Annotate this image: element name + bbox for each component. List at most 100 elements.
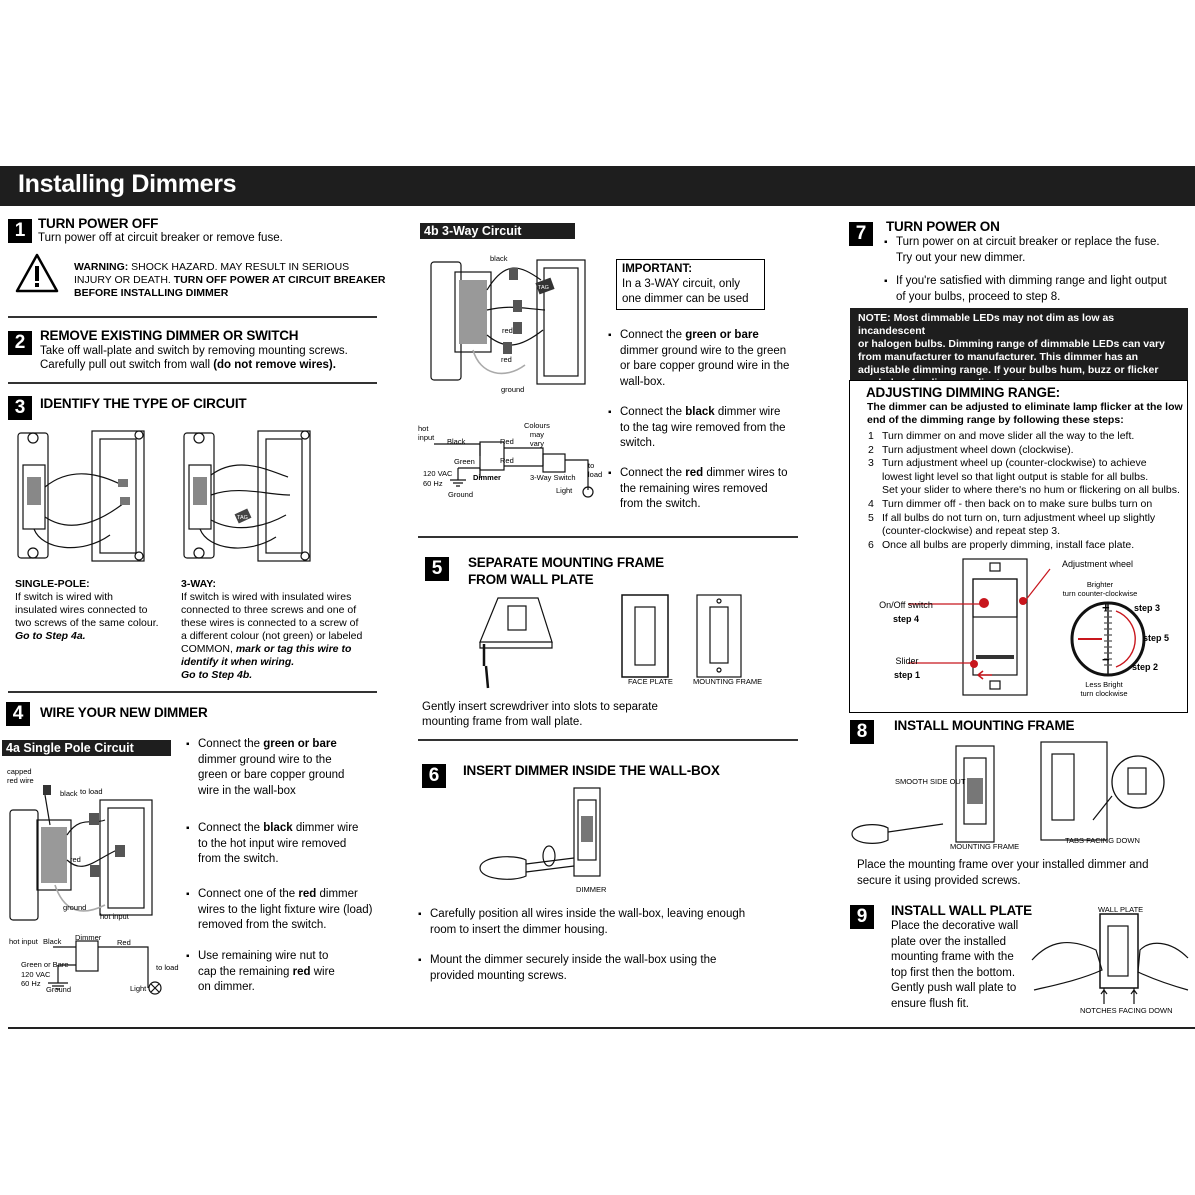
adjusting-intro: The dimmer can be adjusted to eliminate … xyxy=(867,401,1183,426)
label-notches-facing-down: NOTCHES FACING DOWN xyxy=(1080,1006,1173,1015)
step-1-text: Turn power off at circuit breaker or rem… xyxy=(38,232,283,244)
schem-b-red-2: Red xyxy=(500,456,514,465)
single-pole-schematic xyxy=(48,940,162,995)
tag-label-4b: TAG xyxy=(538,285,549,291)
label-tabs-facing-down: TABS FACING DOWN xyxy=(1065,836,1140,845)
step-9-heading: INSTALL WALL PLATE xyxy=(891,903,1032,918)
schem-a-hz: 60 Hz xyxy=(21,979,41,988)
step-8-number: 8 xyxy=(850,720,874,744)
label-face-plate: FACE PLATE xyxy=(628,677,673,686)
three-way-wiring-illustration: TAG xyxy=(430,259,586,385)
separate-frame-illustration xyxy=(479,594,742,689)
dimmer-adjustment-diagram xyxy=(908,558,1146,696)
schem-a-red: Red xyxy=(117,938,131,947)
label-hot-input: hot input xyxy=(100,912,129,921)
schem-b-red-1: Red xyxy=(500,437,514,446)
divider xyxy=(418,536,798,538)
subheading-4b: 4b 3-Way Circuit xyxy=(420,223,575,239)
minus-sign: − xyxy=(1102,652,1110,667)
label-mounting-frame-5: MOUNTING FRAME xyxy=(693,677,763,686)
single-pole-wiring-illustration xyxy=(9,785,153,921)
label-4b-black: black xyxy=(490,254,508,263)
tag-label: TAG xyxy=(237,515,248,521)
bullet-4a-2: Connect the black dimmer wire to the hot… xyxy=(186,821,383,868)
step-1-heading: TURN POWER OFF xyxy=(38,216,159,231)
bullet-4b-1: Connect the green or bare dimmer ground … xyxy=(608,328,805,390)
schem-b-ground: Ground xyxy=(448,490,474,499)
adjusting-dimming-range-box xyxy=(849,380,1188,713)
label-black: black xyxy=(60,789,78,798)
led-note: NOTE: Most dimmable LEDs may not dim as … xyxy=(850,308,1188,389)
bullet-7-1: Turn power on at circuit breaker or repl… xyxy=(884,235,1195,266)
divider xyxy=(8,691,377,693)
step-8-text: Place the mounting frame over your insta… xyxy=(857,859,1149,887)
step-6-heading: INSERT DIMMER INSIDE THE WALL-BOX xyxy=(463,763,720,778)
important-box: IMPORTANT: In a 3-WAY circuit, only one … xyxy=(616,259,765,310)
step-7-heading: TURN POWER ON xyxy=(886,219,1000,234)
divider xyxy=(418,739,798,741)
schem-a-black: Black xyxy=(43,937,62,946)
label-wall-plate: WALL PLATE xyxy=(1098,905,1144,914)
schem-b-3way-switch: 3-Way Switch xyxy=(530,473,576,482)
schem-b-vac: 120 VAC xyxy=(423,469,453,478)
bullet-6-2: Mount the dimmer securely inside the wal… xyxy=(418,953,790,984)
schem-a-to-load: to load xyxy=(156,963,179,972)
warning-icon xyxy=(15,253,59,293)
page-title: Installing Dimmers xyxy=(18,170,237,198)
schem-a-hot-input: hot input xyxy=(9,937,38,946)
three-way-description: 3-WAY: If switch is wired with insulated… xyxy=(181,578,363,681)
step-8-heading: INSTALL MOUNTING FRAME xyxy=(894,718,1075,733)
bullet-6-1: Carefully position all wires inside the … xyxy=(418,907,790,938)
step-9-number: 9 xyxy=(850,905,874,929)
bullet-7-2: If you're satisfied with dimming range a… xyxy=(884,274,1195,305)
label-to-load: to load xyxy=(80,787,103,796)
label-step-3: step 3 xyxy=(1134,603,1161,613)
label-step-2: step 2 xyxy=(1132,662,1159,672)
step-4-number: 4 xyxy=(6,702,30,726)
label-red: red xyxy=(70,855,81,864)
schem-b-light: Light xyxy=(556,486,573,495)
step-2-number: 2 xyxy=(8,331,32,355)
single-pole-description: SINGLE-POLE: If switch is wired with ins… xyxy=(15,578,159,642)
bullet-4b-2: Connect the black dimmer wire to the tag… xyxy=(608,405,805,452)
bullet-4a-3: Connect one of the red dimmer wires to t… xyxy=(186,887,393,934)
step-7-number: 7 xyxy=(849,222,873,246)
insert-dimmer-illustration xyxy=(479,787,601,880)
step-5-text: Gently insert screwdriver into slots to … xyxy=(422,701,658,728)
three-way-switch-illustration: TAG xyxy=(183,430,311,562)
bottom-rule xyxy=(8,1027,1195,1029)
warning-text: WARNING: SHOCK HAZARD. MAY RESULT IN SER… xyxy=(74,261,386,299)
divider xyxy=(8,382,377,384)
schem-b-dimmer: Dimmer xyxy=(473,473,501,482)
schem-b-black: Black xyxy=(447,437,466,446)
step-2-text: Take off wall-plate and switch by removi… xyxy=(40,345,348,371)
step-4-heading: WIRE YOUR NEW DIMMER xyxy=(40,705,208,720)
step-1-number: 1 xyxy=(8,219,32,243)
label-smooth-side-out: SMOOTH SIDE OUT xyxy=(895,777,966,786)
bullet-4a-4: Use remaining wire nut to cap the remain… xyxy=(186,949,383,996)
single-pole-switch-illustration xyxy=(17,430,145,562)
schem-a-light: Light xyxy=(130,984,147,993)
schem-a-vac: 120 VAC xyxy=(21,970,51,979)
bullet-4b-3: Connect the red dimmer wires to the rema… xyxy=(608,466,805,513)
adjusting-title: ADJUSTING DIMMING RANGE: xyxy=(866,385,1060,400)
step-3-number: 3 xyxy=(8,396,32,420)
step-3-heading: IDENTIFY THE TYPE OF CIRCUIT xyxy=(40,396,247,411)
label-dimmer: DIMMER xyxy=(576,885,607,894)
wall-plate-illustration xyxy=(1031,913,1189,1004)
label-ground: ground xyxy=(63,903,87,912)
step-2-heading: REMOVE EXISTING DIMMER OR SWITCH xyxy=(40,328,299,343)
step-5-number: 5 xyxy=(425,557,449,581)
mounting-frame-illustration xyxy=(851,741,1165,844)
schem-b-hz: 60 Hz xyxy=(423,479,443,488)
three-way-schematic xyxy=(434,441,594,498)
schem-b-green: Green xyxy=(454,457,475,466)
